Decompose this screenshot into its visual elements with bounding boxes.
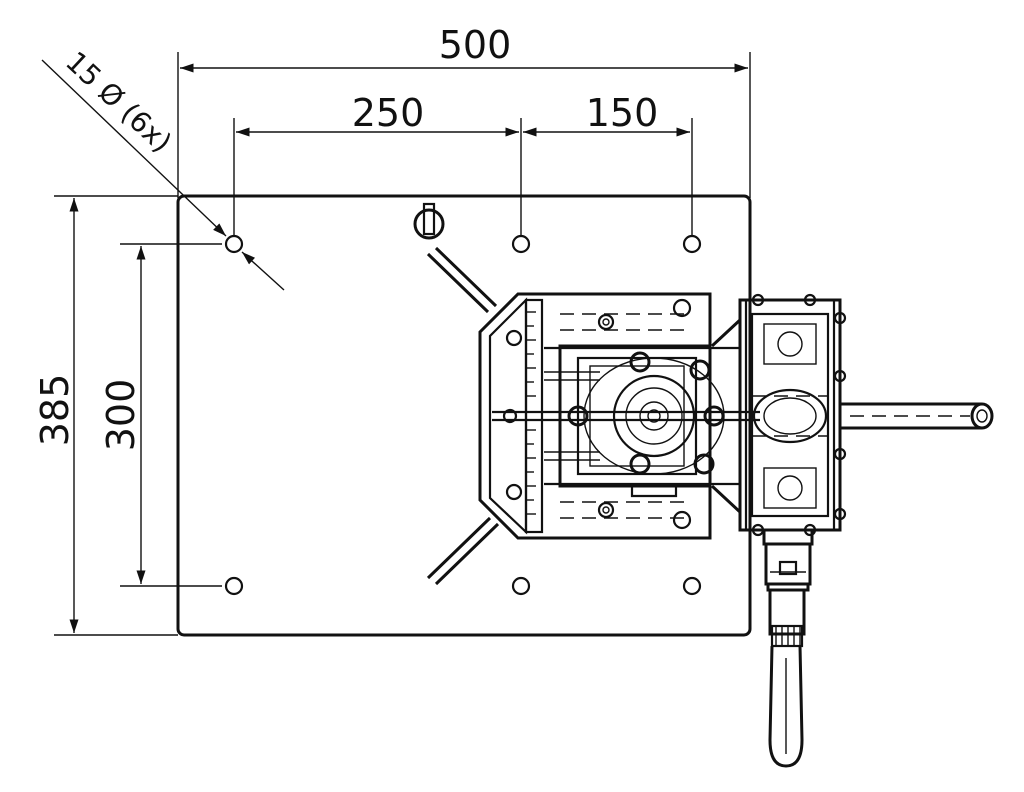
dimension-hole-span-right: 150 [523,91,693,236]
mounting-hole [224,234,244,254]
dimension-hole-span-vertical: 300 [99,243,222,587]
mounting-hole [224,576,244,596]
vise-assembly [426,246,847,586]
mounting-holes [224,234,702,596]
mounting-hole [511,576,531,596]
scale-ticks [526,311,536,515]
mounting-hole [511,234,531,254]
dimension-height-total: 385 [33,195,178,636]
dimension-label-300: 300 [99,379,143,452]
dimension-label-250: 250 [352,91,425,135]
base-plate [176,194,752,637]
dimension-label-150: 150 [586,91,659,135]
dimension-label-385: 385 [33,374,77,447]
hand-crank-handle [762,528,814,768]
mounting-hole [682,576,702,596]
side-shaft [840,402,994,430]
hole-callout-label: 15 Ø (6x) [59,45,178,159]
dimension-hole-span-left: 250 [233,91,522,236]
locking-knob-icon [413,202,445,240]
dimension-width-total: 500 [177,23,751,198]
mounting-hole [682,234,702,254]
hole-callout: 15 Ø (6x) [41,45,285,291]
dimension-label-500: 500 [439,23,512,67]
